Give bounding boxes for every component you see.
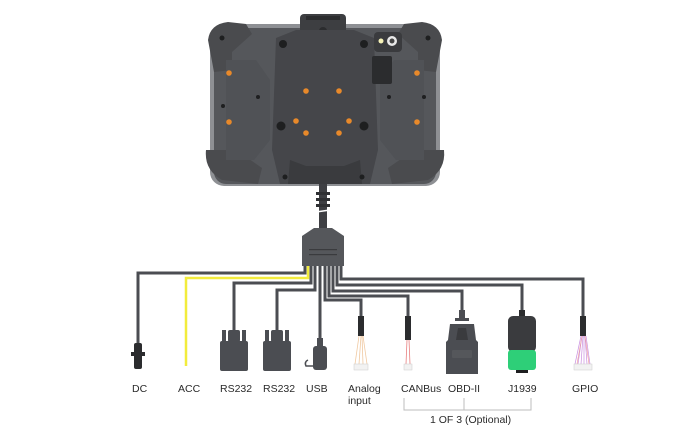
optional-group-bracket — [403, 398, 532, 411]
label-obd-ii: OBD-II — [448, 383, 481, 395]
label-analog-line2: input — [348, 395, 371, 407]
splitter-hub — [302, 228, 344, 266]
analog-connector — [353, 316, 369, 371]
rs232-connector-1 — [220, 330, 248, 371]
label-usb: USB — [306, 383, 328, 395]
j1939-connector — [508, 310, 536, 373]
main-cable — [315, 184, 331, 228]
wire-acc — [184, 266, 310, 366]
wire-obd — [331, 266, 464, 312]
rs232-connector-2 — [263, 330, 291, 371]
wire-j1939 — [335, 266, 524, 312]
label-dc: DC — [132, 383, 148, 395]
wire-gpio — [339, 266, 585, 318]
label-analog-line1: Analog — [348, 383, 381, 395]
wire-analog — [323, 266, 363, 318]
usb-connector — [304, 338, 327, 370]
wire-rs232-1 — [232, 266, 313, 332]
tablet-device — [205, 14, 445, 186]
canbus-connector — [403, 316, 413, 371]
wire-dc — [136, 266, 307, 345]
label-gpio: GPIO — [572, 383, 599, 395]
label-acc: ACC — [178, 383, 201, 395]
obd-ii-connector — [446, 310, 478, 374]
label-analog-input: Analog input — [348, 383, 381, 407]
label-rs232-2: RS232 — [263, 383, 296, 395]
wire-rs232-2 — [275, 266, 317, 332]
gpio-connector — [573, 316, 593, 371]
dc-connector — [131, 343, 145, 369]
label-rs232-1: RS232 — [220, 383, 253, 395]
label-j1939: J1939 — [508, 383, 537, 395]
optional-group-note: 1 OF 3 (Optional) — [430, 414, 512, 426]
wire-canbus — [327, 266, 410, 318]
wires — [136, 266, 585, 345]
label-canbus: CANBus — [401, 383, 442, 395]
